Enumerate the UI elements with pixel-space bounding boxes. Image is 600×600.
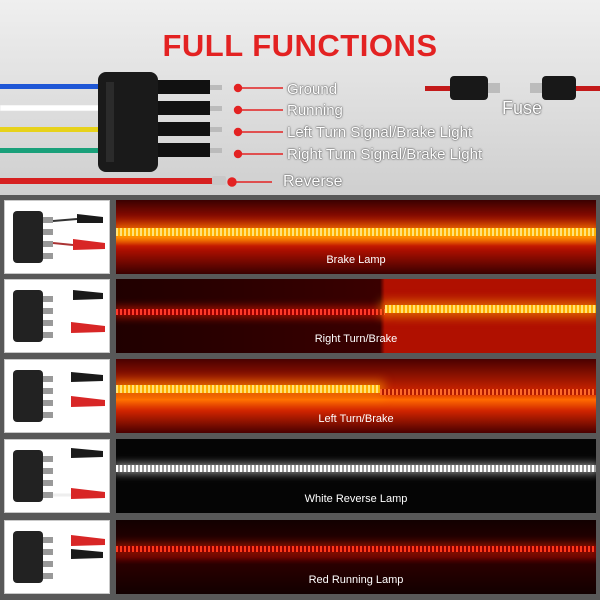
panel-left-turn: Left Turn/Brake <box>4 359 596 433</box>
page-title: FULL FUNCTIONS <box>162 28 438 63</box>
connector-clip-photo <box>4 439 110 513</box>
wiring-diagram: FULL FUNCTIONS <box>0 0 600 195</box>
fuse-label: Fuse <box>502 98 543 118</box>
connector-clip-photo <box>4 520 110 594</box>
connector-clip-photo <box>4 279 110 353</box>
panel-right-turn: Right Turn/Brake <box>4 279 596 353</box>
panel-white-reverse: White Reverse Lamp <box>4 439 596 513</box>
panel-caption: White Reverse Lamp <box>304 493 408 505</box>
panel-caption: Left Turn/Brake <box>318 413 394 425</box>
led-strip-red-running: Red Running Lamp <box>116 520 596 594</box>
wire-label-right-turn: Right Turn Signal/Brake Light <box>287 146 483 163</box>
wire-harness-graphic <box>0 72 600 187</box>
wire-label-ground: Ground <box>287 81 338 98</box>
panel-caption: Brake Lamp <box>326 254 386 266</box>
led-strip-right-turn: Right Turn/Brake <box>116 279 596 353</box>
connector-clip-photo <box>4 200 110 274</box>
connector-clip-photo <box>4 359 110 433</box>
panel-red-running: Red Running Lamp <box>4 520 596 594</box>
panel-caption: Red Running Lamp <box>308 574 404 586</box>
wire-label-running: Running <box>287 102 343 119</box>
led-strip-brake: Brake Lamp <box>116 200 596 274</box>
wire-label-left-turn: Left Turn Signal/Brake Light <box>287 124 473 141</box>
led-strip-white-reverse: White Reverse Lamp <box>116 439 596 513</box>
led-strip-left-turn: Left Turn/Brake <box>116 359 596 433</box>
lamp-function-panels: Brake Lamp Right Turn/Brake <box>0 195 600 600</box>
panel-caption: Right Turn/Brake <box>314 333 398 345</box>
panel-brake: Brake Lamp <box>4 200 596 274</box>
wire-label-reverse: Reverse <box>283 173 343 190</box>
